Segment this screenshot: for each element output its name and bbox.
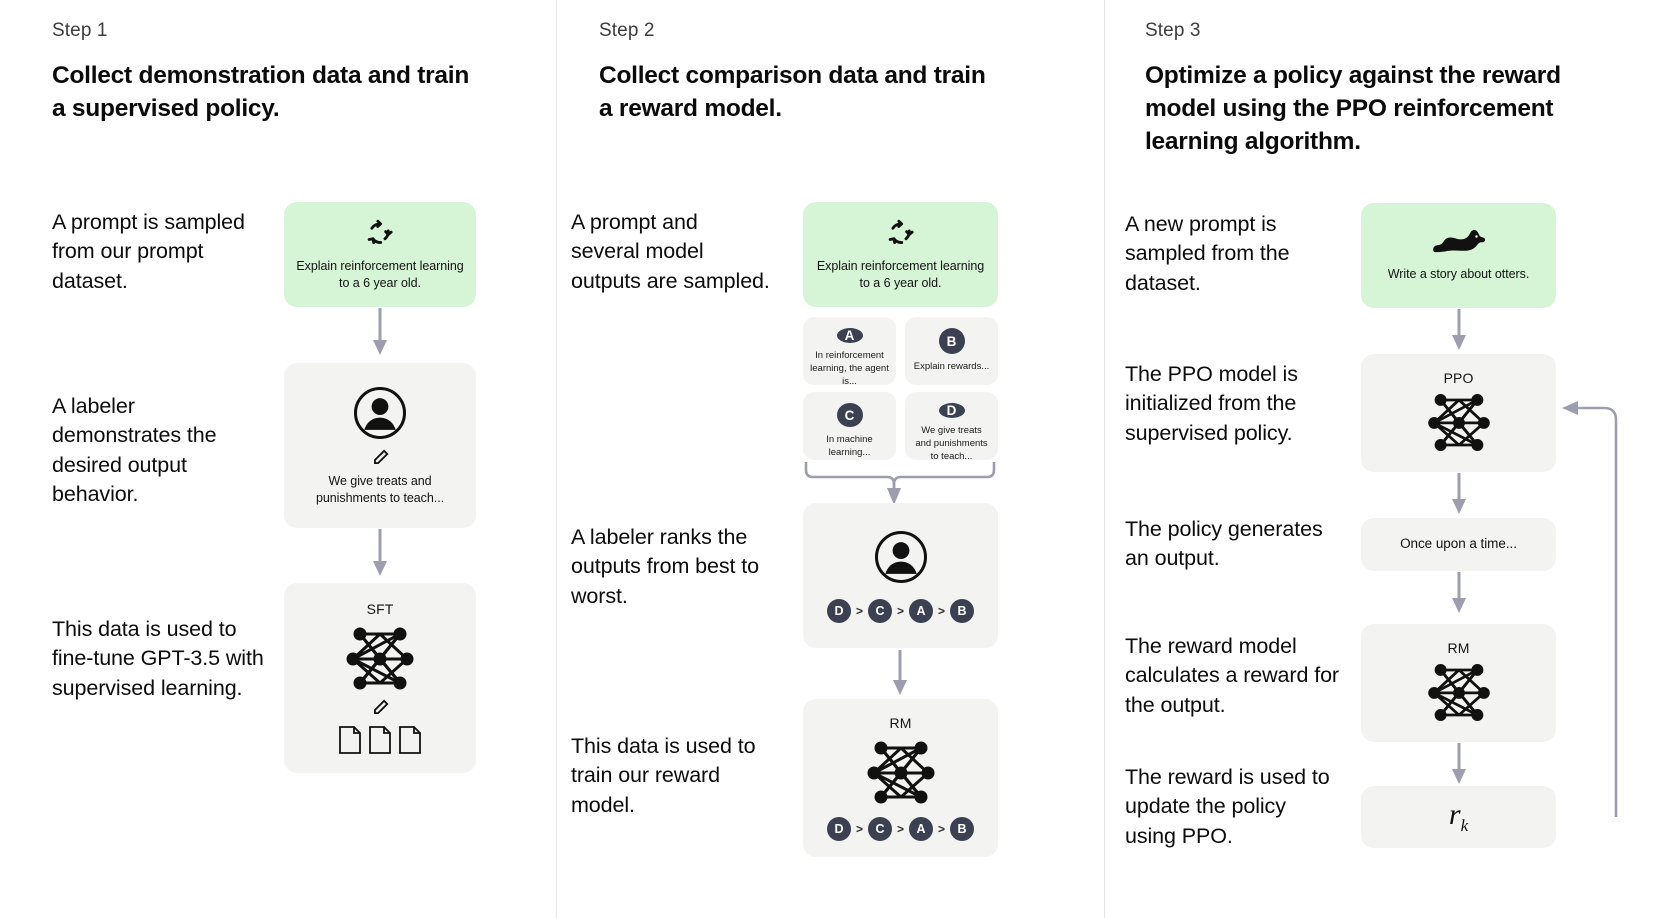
- step-3-ppo-title: PPO: [1443, 370, 1474, 386]
- step-3-arrow-2: [1451, 473, 1467, 517]
- step-3-rm-card: RM: [1361, 624, 1556, 742]
- step-1-prompt-caption: Explain reinforcement learning to a 6 ye…: [296, 258, 464, 290]
- step-2-rm-card: RM: [803, 699, 998, 857]
- rank-badge-2: C: [867, 817, 892, 841]
- rank-gt-icon: >: [896, 822, 904, 836]
- step-3-arrow-4: [1451, 743, 1467, 787]
- rank-gt-icon: >: [855, 822, 863, 836]
- step-1-arrow-1: [372, 308, 388, 358]
- step-2-output-card-b: B Explain rewards...: [905, 317, 998, 385]
- refresh-cycle-icon: [886, 218, 916, 248]
- rank-badge-1: D: [826, 817, 851, 841]
- rank-badge-4: B: [950, 817, 975, 841]
- step-1-sft-title: SFT: [366, 601, 394, 617]
- reward-symbol: rk: [1448, 798, 1469, 835]
- step-3-prompt-caption: Write a story about otters.: [1387, 267, 1530, 282]
- person-circle-icon: [873, 529, 929, 585]
- step-3-description-1: A new prompt is sampled from the dataset…: [1125, 212, 1290, 295]
- rank-badge-3: A: [909, 598, 933, 623]
- step-3-title: Optimize a policy against the reward mod…: [1145, 62, 1561, 155]
- rank-badge-4: B: [950, 598, 975, 623]
- step-2-description-3: This data is used to train our reward mo…: [571, 734, 756, 817]
- refresh-cycle-icon: [365, 218, 395, 248]
- option-badge-a: A: [836, 328, 863, 343]
- step-3-column: Step 3 Optimize a policy against the rew…: [1104, 0, 1667, 918]
- neural-network-icon: [336, 621, 424, 695]
- pencil-icon: [369, 697, 391, 719]
- rank-gt-icon: >: [938, 603, 946, 618]
- step-3-arrow-3: [1451, 572, 1467, 616]
- step-2-rm-ranking: D > C > A > B: [826, 817, 975, 841]
- step-1-label: Step 1: [52, 20, 108, 41]
- step-1-arrow-2: [372, 529, 388, 579]
- neural-network-icon: [857, 735, 945, 809]
- person-circle-icon: [352, 385, 408, 441]
- step-3-description-4: The reward model calculates a reward for…: [1125, 634, 1339, 717]
- otter-icon: [1430, 228, 1488, 258]
- step-3-output-card: Once upon a time...: [1361, 518, 1556, 571]
- step-3-prompt-card: Write a story about otters.: [1361, 203, 1556, 308]
- step-2-description-1: A prompt and several model outputs are s…: [571, 210, 770, 293]
- step-3-label: Step 3: [1145, 20, 1201, 41]
- step-2-output-card-a: A In reinforcement learning, the agent i…: [803, 317, 896, 387]
- step-1-labeler-card: We give treats and punishments to teach.…: [284, 363, 476, 528]
- step-2-column: Step 2 Collect comparison data and train…: [556, 0, 1104, 918]
- option-badge-d: D: [938, 403, 965, 418]
- step-2-labeler-card: D > C > A > B: [803, 503, 998, 648]
- step-1-sft-card: SFT: [284, 583, 476, 773]
- step-3-arrow-1: [1451, 309, 1467, 353]
- step-3-feedback-loop-arrow: [1554, 395, 1626, 820]
- step-2-merge-arrow: [801, 460, 1001, 508]
- rank-badge-1: D: [826, 598, 851, 623]
- option-text-c: In machine learning...: [826, 434, 873, 459]
- step-1-prompt-card: Explain reinforcement learning to a 6 ye…: [284, 202, 476, 307]
- step-3-output-caption: Once upon a time...: [1400, 536, 1517, 552]
- option-badge-b: B: [938, 328, 965, 354]
- step-1-description-1: A prompt is sampled from our prompt data…: [52, 210, 245, 293]
- step-3-reward-card: rk: [1361, 786, 1556, 848]
- step-2-labeler-ranking: D > C > A > B: [826, 598, 975, 623]
- step-2-rm-title: RM: [889, 715, 912, 731]
- step-1-title: Collect demonstration data and train a s…: [52, 62, 470, 122]
- step-3-description-3: The policy generates an output.: [1125, 517, 1323, 571]
- pencil-icon: [369, 447, 391, 469]
- step-2-label: Step 2: [599, 20, 655, 41]
- step-2-prompt-caption: Explain reinforcement learning to a 6 ye…: [816, 258, 985, 290]
- option-text-d: We give treats and punishments to teach.…: [915, 425, 988, 462]
- step-1-labeler-caption: We give treats and punishments to teach.…: [315, 473, 445, 505]
- option-text-a: In reinforcement learning, the agent is.…: [810, 350, 889, 387]
- rank-gt-icon: >: [896, 603, 904, 618]
- step-2-prompt-card: Explain reinforcement learning to a 6 ye…: [803, 202, 998, 307]
- neural-network-icon: [1418, 388, 1500, 456]
- step-3-description-5: The reward is used to update the policy …: [1125, 765, 1330, 848]
- step-2-output-card-d: D We give treats and punishments to teac…: [905, 392, 998, 462]
- rank-badge-2: C: [867, 598, 892, 623]
- rank-gt-icon: >: [938, 822, 946, 836]
- documents-icon: [337, 725, 423, 755]
- step-1-description-2: A labeler demonstrates the desired outpu…: [52, 394, 217, 507]
- neural-network-icon: [1418, 658, 1500, 726]
- step-3-description-2: The PPO model is initialized from the su…: [1125, 362, 1298, 445]
- rank-badge-3: A: [909, 817, 933, 841]
- step-1-column: Step 1 Collect demonstration data and tr…: [0, 0, 556, 918]
- rank-gt-icon: >: [855, 603, 863, 618]
- step-2-arrow-2: [892, 650, 908, 698]
- step-2-title: Collect comparison data and train a rewa…: [599, 62, 986, 122]
- step-3-ppo-card: PPO: [1361, 354, 1556, 472]
- option-text-b: Explain rewards...: [913, 361, 990, 372]
- option-badge-c: C: [836, 403, 863, 428]
- step-2-output-card-c: C In machine learning...: [803, 392, 896, 460]
- step-3-rm-title: RM: [1447, 640, 1470, 656]
- step-1-description-3: This data is used to fine-tune GPT-3.5 w…: [52, 617, 264, 700]
- step-2-description-2: A labeler ranks the outputs from best to…: [571, 525, 760, 608]
